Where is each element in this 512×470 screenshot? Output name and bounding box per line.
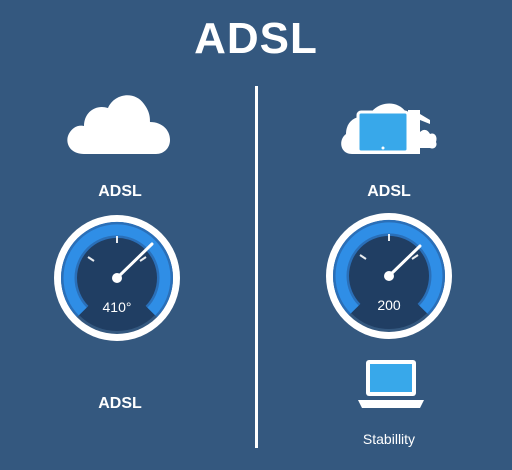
left-cloud-icon	[62, 86, 174, 163]
left-bottom-label: ADSL	[98, 395, 142, 412]
right-laptop-icon	[356, 356, 426, 419]
center-divider	[255, 86, 258, 448]
left-speed-gauge: 410°	[48, 212, 186, 349]
right-gauge-readout: 200	[377, 297, 401, 313]
right-cloud-devices-icon	[338, 90, 442, 173]
left-gauge-readout: 410°	[103, 299, 132, 315]
page-title: ADSL	[194, 14, 318, 63]
right-bottom-label: Stabillity	[362, 431, 416, 447]
right-label: ADSL	[367, 183, 411, 200]
right-speed-gauge: 200	[320, 210, 458, 347]
left-label: ADSL	[98, 183, 142, 200]
